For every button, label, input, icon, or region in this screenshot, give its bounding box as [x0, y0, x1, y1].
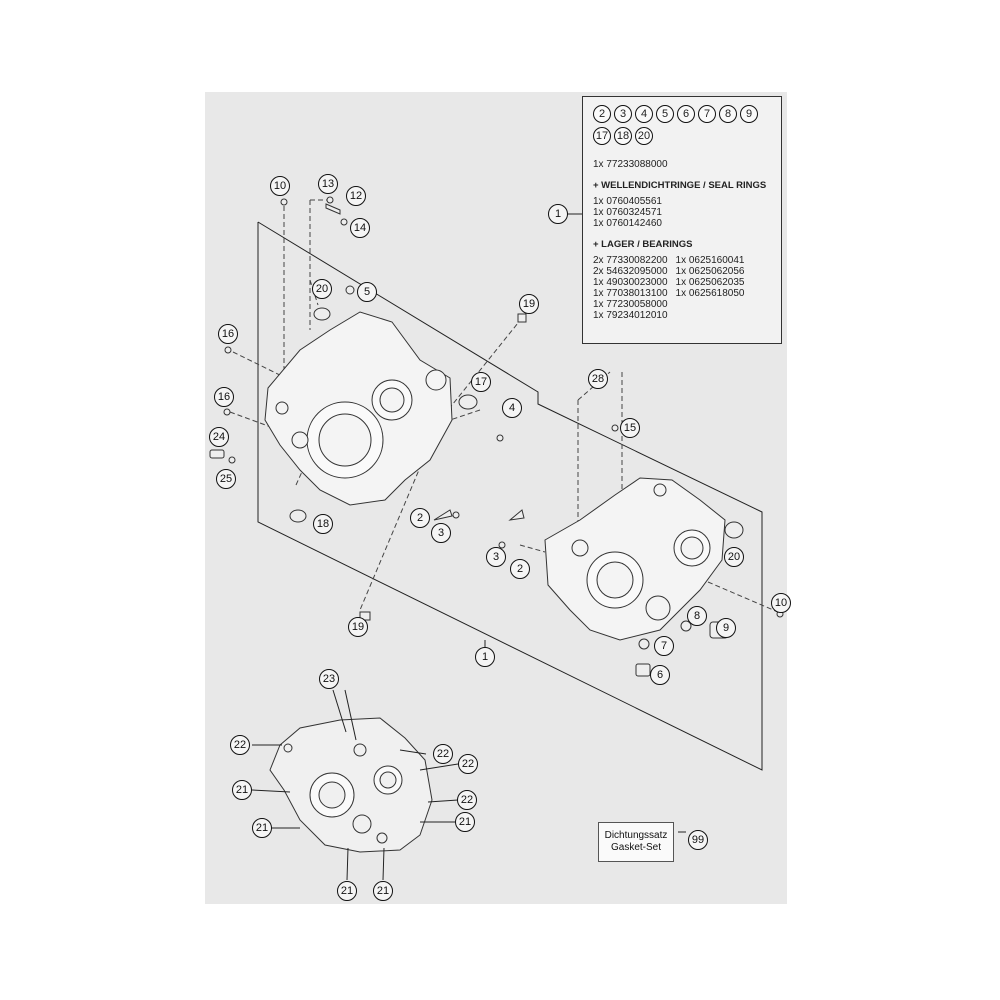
bearing-part: 2x 54632095000 [593, 266, 668, 277]
legend-circle-row-2: 17 18 20 [593, 127, 771, 145]
legend-circle: 17 [593, 127, 611, 145]
bearing-parts: 2x 77330082200 2x 54632095000 1x 4903002… [593, 255, 771, 321]
bearing-part: 1x 77038013100 [593, 288, 668, 299]
callout-part[interactable]: 22 [433, 744, 453, 764]
callout-part[interactable]: 18 [313, 514, 333, 534]
callout-part[interactable]: 4 [502, 398, 522, 418]
callout-part[interactable]: 22 [230, 735, 250, 755]
bearing-parts-col2: 1x 0625160041 1x 0625062056 1x 062506203… [676, 255, 745, 321]
right-crankcase-half [544, 477, 726, 641]
callout-part[interactable]: 23 [319, 669, 339, 689]
callout-part[interactable]: 12 [346, 186, 366, 206]
callout-part[interactable]: 21 [232, 780, 252, 800]
bearing-part: 1x 49030023000 [593, 277, 668, 288]
callout-part[interactable]: 20 [312, 279, 332, 299]
callout-part[interactable]: 7 [654, 636, 674, 656]
legend-circle: 20 [635, 127, 653, 145]
gasket-label-de: Dichtungssatz [604, 830, 668, 841]
callout-kit[interactable]: 1 [548, 204, 568, 224]
seal-part: 1x 0760142460 [593, 218, 662, 229]
callout-part[interactable]: 19 [348, 617, 368, 637]
callout-part[interactable]: 15 [620, 418, 640, 438]
callout-part[interactable]: 16 [218, 324, 238, 344]
callout-part[interactable]: 3 [431, 523, 451, 543]
callout-part[interactable]: 1 [475, 647, 495, 667]
callout-part[interactable]: 25 [216, 469, 236, 489]
legend-circle: 7 [698, 105, 716, 123]
callout-part[interactable]: 17 [471, 372, 491, 392]
seal-part: 1x 0760324571 [593, 207, 662, 218]
legend-circle: 18 [614, 127, 632, 145]
callout-arrows [251, 689, 459, 881]
callout-part[interactable]: 21 [252, 818, 272, 838]
callout-part[interactable]: 14 [350, 218, 370, 238]
bearing-part: 1x 77230058000 [593, 299, 668, 310]
bearing-part: 1x 0625618050 [675, 288, 745, 299]
left-crankcase-half [264, 311, 453, 506]
callout-part[interactable]: 10 [270, 176, 290, 196]
bearings-heading: + LAGER / BEARINGS [593, 239, 693, 250]
seal-rings-heading: + WELLENDICHTRINGE / SEAL RINGS [593, 180, 767, 191]
callout-part[interactable]: 2 [510, 559, 530, 579]
bearing-part: 1x 79234012010 [593, 310, 668, 321]
legend-circle: 6 [677, 105, 695, 123]
callout-part[interactable]: 3 [486, 547, 506, 567]
legend-circle: 5 [656, 105, 674, 123]
seal-part: 1x 0760405561 [593, 196, 662, 207]
parts-legend: 2 3 4 5 6 7 8 9 17 18 20 1x 77233088000 … [582, 96, 782, 344]
assembled-crankcase [269, 717, 433, 853]
main-part-number: 1x 77233088000 [593, 159, 668, 170]
kit-outline [257, 221, 763, 771]
callout-part[interactable]: 9 [716, 618, 736, 638]
callout-part[interactable]: 22 [457, 790, 477, 810]
callout-part[interactable]: 21 [337, 881, 357, 901]
legend-circle: 4 [635, 105, 653, 123]
callout-part[interactable]: 21 [455, 812, 475, 832]
bearing-part: 1x 0625062035 [675, 277, 745, 288]
callout-gasket[interactable]: 99 [688, 830, 708, 850]
callout-part[interactable]: 21 [373, 881, 393, 901]
legend-circle: 3 [614, 105, 632, 123]
callout-part[interactable]: 10 [771, 593, 791, 613]
gasket-set-box: Dichtungssatz Gasket-Set [598, 822, 674, 862]
hardware-parts [209, 196, 784, 677]
callout-part[interactable]: 16 [214, 387, 234, 407]
legend-circle: 9 [740, 105, 758, 123]
bearing-part: 1x 0625160041 [675, 255, 745, 266]
bearing-parts-col1: 2x 77330082200 2x 54632095000 1x 4903002… [593, 255, 668, 321]
callout-part[interactable]: 28 [588, 369, 608, 389]
bearing-part: 2x 77330082200 [593, 255, 668, 266]
legend-circle: 2 [593, 105, 611, 123]
callout-part[interactable]: 8 [687, 606, 707, 626]
callout-part[interactable]: 24 [209, 427, 229, 447]
callout-part[interactable]: 6 [650, 665, 670, 685]
legend-circle-row-1: 2 3 4 5 6 7 8 9 [593, 105, 771, 123]
callout-part[interactable]: 20 [724, 547, 744, 567]
callout-part[interactable]: 13 [318, 174, 338, 194]
callout-part[interactable]: 2 [410, 508, 430, 528]
callout-part[interactable]: 22 [458, 754, 478, 774]
gasket-label-en: Gasket-Set [610, 842, 662, 853]
callout-part[interactable]: 19 [519, 294, 539, 314]
legend-circle: 8 [719, 105, 737, 123]
callout-part[interactable]: 5 [357, 282, 377, 302]
bearing-part: 1x 0625062056 [675, 266, 745, 277]
